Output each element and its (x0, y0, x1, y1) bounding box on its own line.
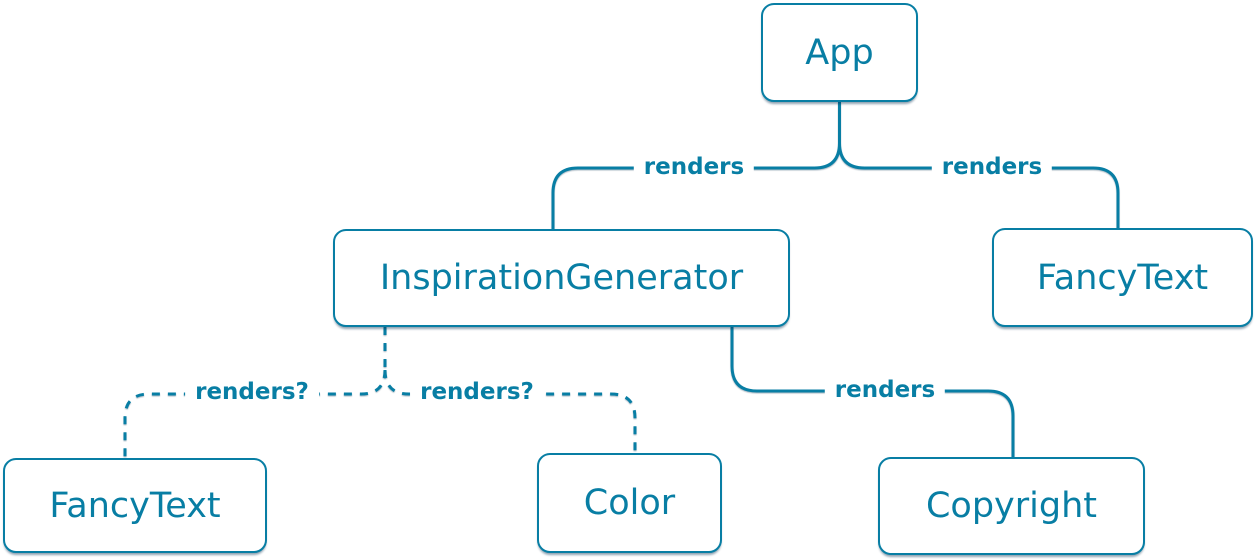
node-copyright-label: Copyright (925, 486, 1098, 526)
node-fancy-text-top-label: FancyText (1036, 257, 1209, 298)
node-inspiration-generator-label: InspirationGenerator (379, 258, 744, 298)
edge-label-inspirationgenerator-color: renders? (410, 378, 544, 408)
node-app-label: App (805, 32, 874, 73)
node-inspiration-generator: InspirationGenerator (333, 229, 790, 327)
node-color: Color (537, 453, 722, 553)
edge-label-inspirationgenerator-copyright: renders (824, 376, 946, 406)
node-fancy-text-bottom-label: FancyText (49, 485, 221, 526)
edge-app-fancytext-path (838, 142, 1120, 228)
node-color-label: Color (583, 483, 676, 523)
edge-label-inspirationgenerator-fancytext: renders? (185, 378, 319, 408)
node-fancy-text-bottom: FancyText (3, 458, 267, 553)
edge-label-app-fancytext: renders (931, 153, 1053, 183)
node-fancy-text-top: FancyText (992, 228, 1253, 327)
node-copyright: Copyright (878, 457, 1145, 555)
edge-app-inspirationgenerator-path (551, 142, 841, 229)
edge-inspirationgenerator-color-path (383, 369, 637, 453)
edge-label-app-inspirationgenerator: renders (633, 153, 755, 183)
node-app: App (761, 3, 918, 102)
